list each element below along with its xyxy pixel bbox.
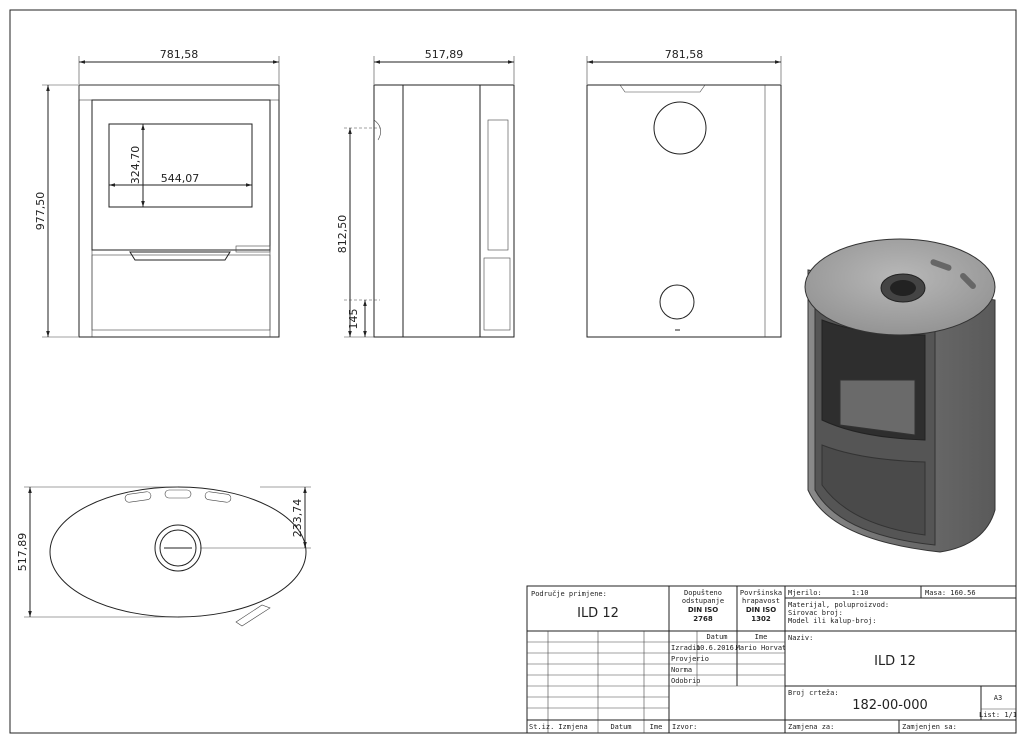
dim-glass-height: 324,70 bbox=[129, 146, 142, 185]
replaced-by-label: Zamjenjen sa: bbox=[902, 723, 957, 731]
title-block: Područje primjene: ILD 12 Dopušteno odst… bbox=[526, 585, 1017, 734]
dim-flue-offset: 233,74 bbox=[291, 499, 304, 538]
drawing-number-label: Broj crteža: bbox=[788, 689, 839, 697]
tolerance-label: Dopušteno bbox=[684, 589, 722, 597]
name-value: ILD 12 bbox=[874, 654, 916, 669]
front-view: 781,58 977,50 324,70 544,07 bbox=[34, 48, 280, 338]
source-label: Izvor: bbox=[672, 723, 697, 731]
role-approved: Odobrio bbox=[671, 677, 701, 685]
material-line: Sirovac broj: bbox=[788, 609, 843, 617]
application-label: Područje primjene: bbox=[531, 590, 607, 598]
back-view: 781,58 bbox=[586, 48, 782, 338]
rev-header: Datum bbox=[610, 723, 631, 731]
mass: Masa: 160.56 bbox=[925, 589, 976, 597]
role-norm: Norma bbox=[671, 666, 692, 674]
material-line: Model ili kalup-broj: bbox=[788, 617, 877, 625]
material-line: Materijal, poluproizvod: bbox=[788, 601, 889, 609]
name-header: Ime bbox=[755, 633, 768, 641]
dim-back-width: 781,58 bbox=[665, 48, 704, 61]
made-date: 10.6.2016. bbox=[696, 644, 738, 652]
top-view: 517,89 233,74 bbox=[16, 486, 311, 627]
stove-3d-render bbox=[804, 238, 996, 553]
dim-top-depth: 517,89 bbox=[16, 533, 29, 572]
roughness-std-no: 1302 bbox=[751, 615, 771, 623]
name-label: Naziv: bbox=[788, 634, 813, 642]
drawing-number: 182-00-000 bbox=[852, 698, 928, 713]
roughness-label-2: hrapavost bbox=[742, 597, 780, 605]
roughness-std: DIN ISO bbox=[746, 606, 776, 614]
role-made: Izradio bbox=[671, 644, 701, 652]
dim-front-width: 781,58 bbox=[160, 48, 199, 61]
tolerance-std: DIN ISO bbox=[688, 606, 718, 614]
tolerance-std-no: 2768 bbox=[693, 615, 713, 623]
dim-side-depth: 517,89 bbox=[425, 48, 464, 61]
rev-header: Izmjena bbox=[558, 723, 588, 731]
side-view: 517,89 812,50 145 bbox=[336, 48, 515, 338]
application-value: ILD 12 bbox=[577, 606, 619, 621]
drawing-frame bbox=[9, 9, 1017, 734]
dim-air-height: 145 bbox=[347, 309, 360, 330]
scale-value: 1:10 bbox=[852, 589, 869, 597]
replaces-label: Zamjena za: bbox=[788, 723, 834, 731]
scale-label: Mjerilo: bbox=[788, 589, 822, 597]
dim-front-height: 977,50 bbox=[34, 192, 47, 231]
sheet-number: List: 1/1 bbox=[979, 711, 1017, 719]
rev-header: St.iz. bbox=[529, 723, 554, 731]
dim-flue-height: 812,50 bbox=[336, 215, 349, 254]
rev-header: Ime bbox=[650, 723, 663, 731]
made-by: Mario Horvat bbox=[736, 644, 787, 652]
role-checked: Provjerio bbox=[671, 655, 709, 663]
tolerance-label-2: odstupanje bbox=[682, 597, 724, 605]
roughness-label: Površinska bbox=[740, 589, 782, 597]
paper-format: A3 bbox=[994, 694, 1002, 702]
dim-glass-width: 544,07 bbox=[161, 172, 200, 185]
date-header: Datum bbox=[706, 633, 727, 641]
